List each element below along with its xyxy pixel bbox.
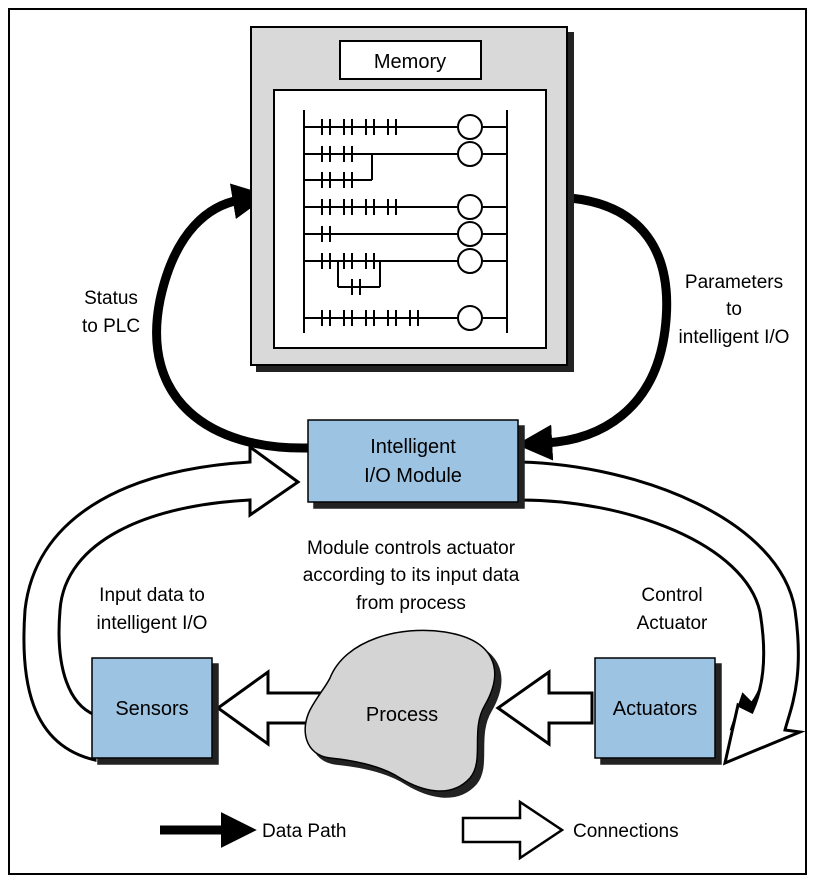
legend-data-path-label: Data Path bbox=[262, 821, 347, 842]
process-label: Process bbox=[366, 704, 438, 726]
control-label-line1: Control bbox=[641, 585, 702, 606]
legend-connections-label: Connections bbox=[573, 821, 679, 842]
status-label-line2: to PLC bbox=[82, 316, 140, 337]
module-label-line2: I/O Module bbox=[364, 465, 462, 487]
center-label-line1: Module controls actuator bbox=[307, 538, 516, 559]
module-label-line1: Intelligent bbox=[370, 436, 456, 458]
memory-label-box bbox=[339, 40, 482, 80]
sensors-label: Sensors bbox=[115, 698, 188, 720]
params-label-line1: Parameters bbox=[685, 272, 783, 293]
ladder-program-panel bbox=[273, 89, 547, 349]
memory-label: Memory bbox=[374, 51, 446, 73]
control-label-line2: Actuator bbox=[637, 613, 708, 634]
params-label-line2: to bbox=[726, 299, 742, 320]
actuators-box bbox=[594, 657, 716, 759]
status-to-plc-arrow bbox=[152, 183, 309, 453]
module-to-actuators-connection bbox=[518, 460, 806, 766]
status-label-line1: Status bbox=[84, 288, 138, 309]
intelligent-io-module-box bbox=[307, 419, 519, 503]
center-label-line3: from process bbox=[356, 593, 466, 614]
actuators-to-process-connection bbox=[495, 669, 594, 747]
sensors-to-module-connection bbox=[22, 444, 301, 762]
ladder-diagram bbox=[303, 110, 508, 333]
center-label-line2: according to its input data bbox=[303, 565, 520, 586]
sensors-box bbox=[91, 657, 213, 759]
input-label-line2: intelligent I/O bbox=[97, 613, 208, 634]
input-label-line1: Input data to bbox=[99, 585, 205, 606]
legend: Data Path Connections bbox=[160, 799, 679, 861]
legend-connections-arrow bbox=[461, 799, 565, 861]
params-label-line3: intelligent I/O bbox=[679, 327, 790, 348]
parameters-to-io-arrow bbox=[516, 193, 672, 461]
actuators-label: Actuators bbox=[613, 698, 697, 720]
process-blob bbox=[304, 629, 496, 792]
